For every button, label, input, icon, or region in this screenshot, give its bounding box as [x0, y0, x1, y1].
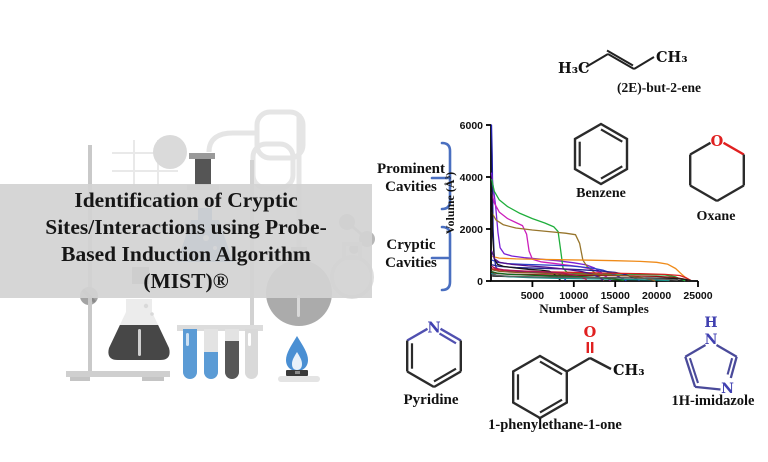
title-line: Sites/Interactions using Probe- [45, 215, 327, 239]
tube-holder-bar-icon [177, 325, 263, 331]
svg-text:6000: 6000 [460, 120, 484, 132]
annotation-text: Cryptic [386, 237, 436, 253]
grid-line [112, 152, 178, 154]
title-line: Based Induction Algorithm [61, 242, 311, 266]
stand-foot-icon [142, 377, 164, 381]
oxygen-atom-label: O [584, 324, 597, 341]
grid-line [133, 140, 135, 186]
grid-line [112, 170, 178, 172]
ball-icon [153, 135, 187, 169]
svg-text:2000: 2000 [460, 224, 484, 236]
nitrogen-atom-label: N [721, 381, 734, 397]
bunsen-burner-icon [278, 336, 320, 382]
but-2-ene-label: (2E)-but-2-ene [617, 80, 701, 95]
stand-base-icon [66, 371, 170, 377]
curve-pocket-06 [492, 255, 689, 281]
acetophenone-structure: O CH₃ [512, 324, 645, 420]
but-2-ene-structure: H₃C CH₃ [558, 49, 688, 77]
y-axis-title: Volume (Å³) [443, 172, 457, 234]
annotation-text: Cavities [385, 255, 437, 271]
test-tube-highlight [186, 333, 189, 346]
title-line: (MIST)® [143, 269, 229, 293]
svg-text:0: 0 [477, 276, 483, 288]
annotation-text: Cavities [385, 179, 437, 195]
svg-text:20000: 20000 [642, 290, 671, 302]
methyl-label: CH₃ [613, 362, 645, 379]
test-tube-liquid [225, 341, 239, 379]
benzene-label: Benzene [576, 186, 626, 201]
title-banner: Identification of Cryptic Sites/Interact… [0, 184, 372, 298]
chart-ticks: 0 2000 4000 6000 5000 10000 15000 20000 25000 [460, 120, 713, 302]
flask-cap-icon [195, 159, 211, 185]
bracket-icons [430, 141, 452, 292]
volume-samples-chart: 0 2000 4000 6000 5000 10000 15000 20000 25000 Nu… [443, 120, 713, 316]
nitrogen-atom-label: N [705, 332, 718, 348]
oxane-structure: O [688, 133, 745, 203]
curve-pocket-16 [491, 265, 587, 281]
cryptic-cavities-label: Cryptic Cavities [375, 236, 447, 272]
annotation-text: Prominent [376, 161, 446, 177]
curve-pocket-11 [491, 186, 562, 282]
chart-curves [490, 124, 693, 282]
methyl-label: H₃C [558, 60, 590, 77]
svg-text:10000: 10000 [559, 290, 588, 302]
prominent-cavities-label: Prominent Cavities [375, 160, 447, 196]
acetophenone-label: 1-phenylethane-1-one [488, 417, 622, 433]
stand-foot-icon [70, 377, 90, 381]
hydrogen-atom-label: H [704, 315, 717, 331]
stand-pole-icon [250, 298, 254, 325]
pyridine-structure: N [405, 320, 462, 389]
pyridine-label: Pyridine [403, 392, 459, 408]
svg-text:5000: 5000 [521, 290, 545, 302]
imidazole-label: 1H-imidazole [671, 393, 755, 409]
oxane-label: Oxane [696, 209, 736, 224]
svg-text:4000: 4000 [460, 172, 484, 184]
imidazole-structure: H N N [684, 315, 738, 397]
flask-cap-icon [189, 153, 215, 159]
nitrogen-atom-label: N [427, 320, 440, 337]
curve-pocket-18 [491, 274, 678, 281]
x-axis-title: Number of Samples [539, 301, 649, 316]
benzene-structure [573, 122, 629, 186]
methyl-label: CH₃ [656, 49, 688, 66]
svg-text:25000: 25000 [683, 290, 712, 302]
erlenmeyer-flask-icon [108, 299, 170, 360]
test-tube-highlight [248, 333, 251, 346]
title-line: Identification of Cryptic [74, 188, 298, 212]
oxygen-atom-label: O [711, 133, 724, 150]
test-tube-icon [245, 329, 258, 379]
stand-pole-icon [88, 298, 92, 373]
test-tube-liquid [204, 352, 218, 379]
curve-pocket-17 [491, 270, 625, 282]
svg-text:15000: 15000 [601, 290, 630, 302]
